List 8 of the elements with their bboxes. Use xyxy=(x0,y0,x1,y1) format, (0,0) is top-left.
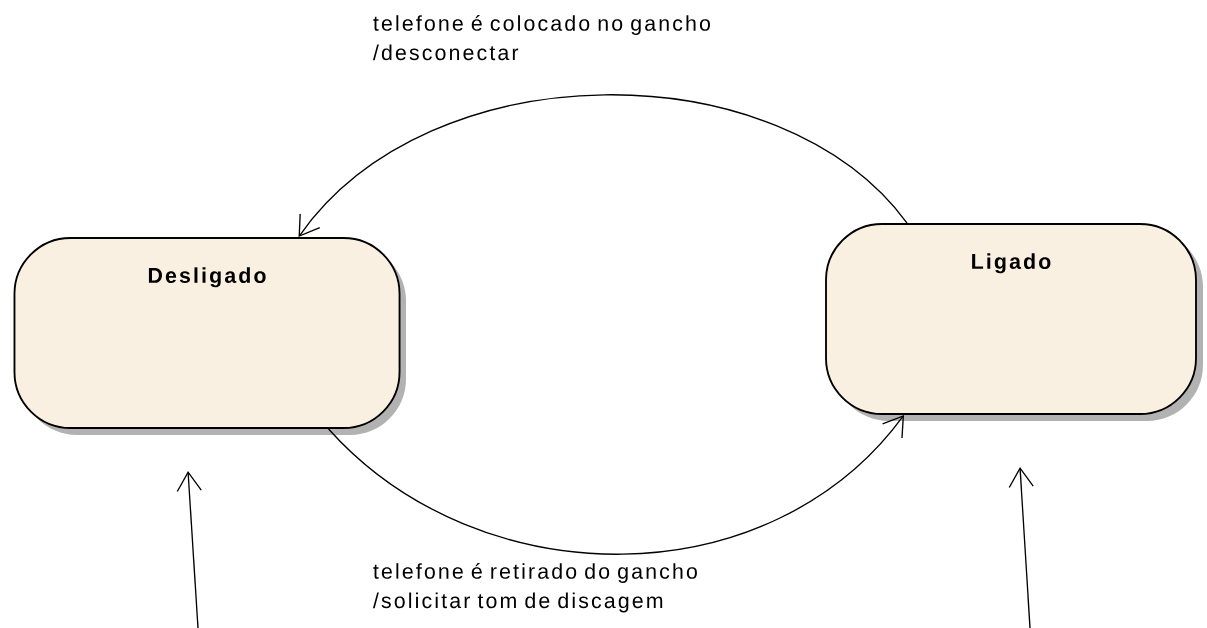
arrow xyxy=(298,94,908,238)
edge-label: telefone é retirado do gancho /solicitar tom de discagem xyxy=(372,562,697,613)
arrow xyxy=(1008,466,1034,628)
arrow xyxy=(327,414,905,555)
state-box: Ligado xyxy=(825,223,1203,421)
arrow xyxy=(176,470,202,628)
edge-label: telefone é colocado no gancho /desconectar xyxy=(372,14,710,61)
state-box: Desligado xyxy=(13,237,406,435)
